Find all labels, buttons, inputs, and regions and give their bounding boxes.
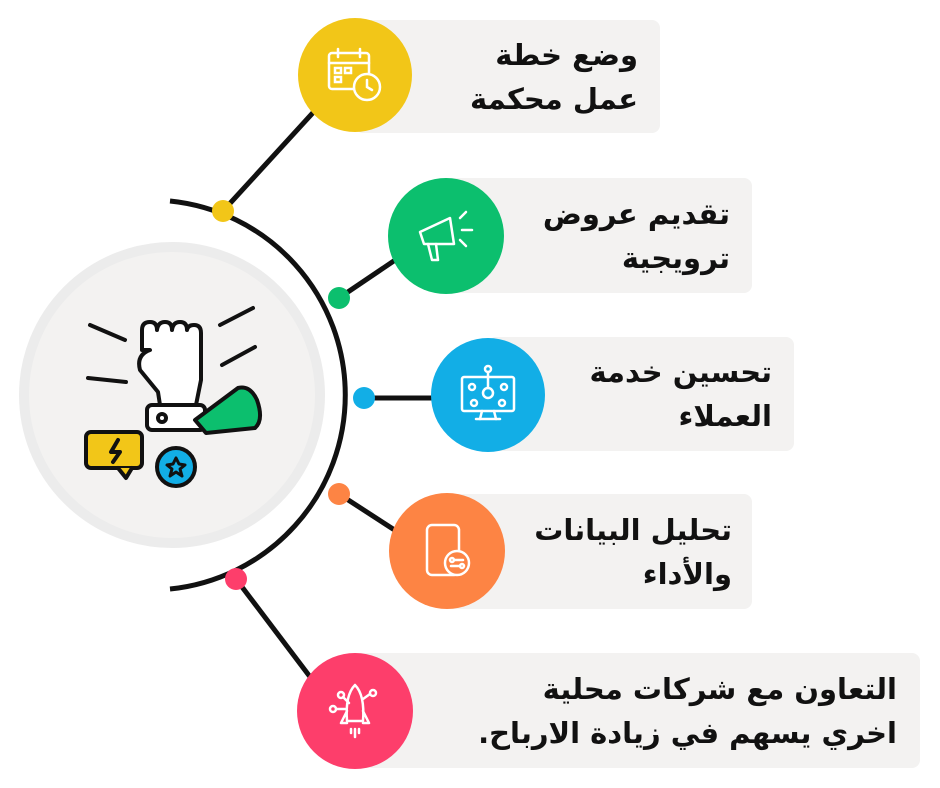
item-text-1: وضع خطة عمل محكمة [418, 20, 638, 133]
item-text-4: تحليل البيانات والأداء [511, 494, 732, 609]
dot-green [328, 287, 350, 309]
item-text-2: تقديم عروض ترويجية [510, 178, 730, 293]
item-text-5: التعاون مع شركات محلية اخري يسهم في زياد… [419, 653, 897, 768]
item-1-line-2: عمل محكمة [470, 81, 638, 116]
item-box-5 [355, 653, 920, 768]
calendar-clock-icon [327, 47, 382, 102]
phone-data-icon [425, 523, 471, 577]
item-5-line-2: اخري يسهم في زيادة الارباح. [478, 715, 897, 750]
item-5-line-1: التعاون مع شركات محلية [542, 671, 897, 706]
arc-line [169, 198, 348, 592]
item-text-3: تحسين خدمة العملاء [551, 337, 772, 451]
item-2-icon-circle [388, 178, 504, 294]
item-4-line-2: والأداء [642, 556, 732, 591]
connector-1 [221, 103, 322, 213]
item-3-line-2: العملاء [678, 399, 773, 433]
item-2-line-1: تقديم عروض [542, 196, 730, 231]
item-4-line-1: تحليل البيانات [534, 512, 732, 547]
item-3-line-1: تحسين خدمة [589, 355, 772, 389]
item-5-icon-circle [297, 653, 413, 769]
item-1-icon-circle [298, 18, 412, 132]
dot-orange [328, 483, 350, 505]
fist-megaphone-icon [84, 306, 262, 488]
dot-yellow [212, 200, 234, 222]
dot-pink [225, 568, 247, 590]
item-1-line-1: وضع خطة [495, 37, 638, 72]
item-2-line-2: ترويجية [621, 240, 730, 275]
monitor-network-icon [460, 364, 516, 421]
dot-blue [353, 387, 375, 409]
rocket-network-icon [328, 683, 378, 739]
connector-5 [234, 577, 322, 692]
item-4-icon-circle [389, 493, 505, 609]
item-3-icon-circle [431, 338, 545, 452]
megaphone-icon [418, 210, 474, 262]
